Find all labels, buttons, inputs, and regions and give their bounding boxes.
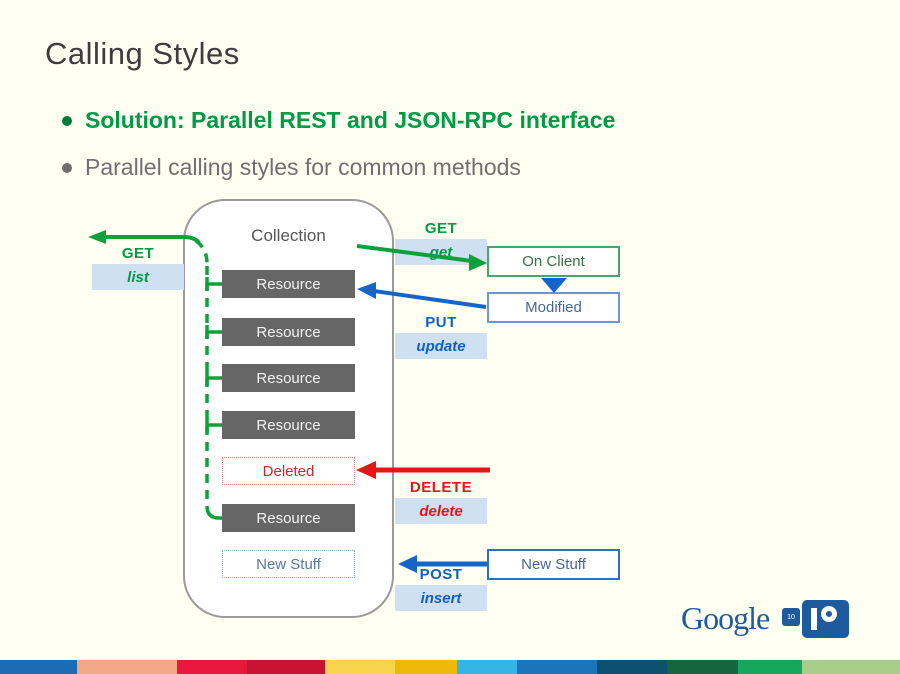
stripe-segment: [0, 660, 77, 674]
bullet-dot-icon: [62, 115, 72, 126]
get-list-method: list: [92, 264, 184, 290]
put-verb: PUT: [425, 314, 457, 331]
post-method: insert: [395, 585, 487, 611]
get-get-verb: GET: [424, 220, 458, 237]
stripe-segment: [802, 660, 900, 674]
method-label-get-get: GET get: [395, 220, 487, 265]
get-list-verb: GET: [121, 245, 155, 262]
stripe-segment: [667, 660, 738, 674]
resource-box-3: Resource: [222, 364, 355, 392]
io-i-bar: [811, 608, 817, 630]
method-label-delete-delete: DELETE delete: [395, 479, 487, 524]
method-label-post-insert: POST insert: [395, 566, 487, 611]
on-client-to-modified-arrow: [541, 278, 567, 293]
post-verb: POST: [419, 566, 463, 583]
resource-box-2: Resource: [222, 318, 355, 346]
bullet-text: Parallel calling styles for common metho…: [85, 154, 521, 180]
google-logo: Google: [681, 600, 770, 636]
stripe-segment: [247, 660, 325, 674]
stripe-segment: [325, 660, 395, 674]
delete-verb: DELETE: [409, 479, 473, 496]
stripe-segment: [457, 660, 517, 674]
bullet-dot-icon: [62, 162, 72, 173]
put-method: update: [395, 333, 487, 359]
on-client-box: On Client: [487, 246, 620, 277]
stripe-segment: [738, 660, 802, 674]
modified-box: Modified: [487, 292, 620, 323]
resource-box-4: Resource: [222, 411, 355, 439]
delete-method: delete: [395, 498, 487, 524]
get-get-method: get: [395, 239, 487, 265]
page-title: Calling Styles: [45, 36, 240, 71]
resource-box-5: Resource: [222, 504, 355, 532]
deleted-box: Deleted: [222, 457, 355, 485]
resource-box-1: Resource: [222, 270, 355, 298]
method-label-put-update: PUT update: [395, 314, 487, 359]
bullet-item-solution: Solution: Parallel REST and JSON-RPC int…: [62, 107, 615, 134]
io-o-ring: [821, 606, 837, 622]
stripe-segment: [395, 660, 457, 674]
collection-label: Collection: [251, 226, 326, 245]
io-year-badge: 10: [782, 608, 800, 626]
stripe-segment: [517, 660, 597, 674]
io-logo-icon: [802, 600, 849, 638]
method-label-get-list: GET list: [92, 245, 184, 290]
stripe-segment: [77, 660, 177, 674]
new-stuff-box-inside: New Stuff: [222, 550, 355, 578]
bullet-item-parallel: Parallel calling styles for common metho…: [62, 154, 521, 181]
stripe-segment: [597, 660, 667, 674]
collection-container: [183, 199, 394, 618]
bullet-text: Solution: Parallel REST and JSON-RPC int…: [85, 107, 616, 133]
client-new-stuff-box: New Stuff: [487, 549, 620, 580]
footer-stripe: [0, 660, 900, 674]
stripe-segment: [177, 660, 247, 674]
